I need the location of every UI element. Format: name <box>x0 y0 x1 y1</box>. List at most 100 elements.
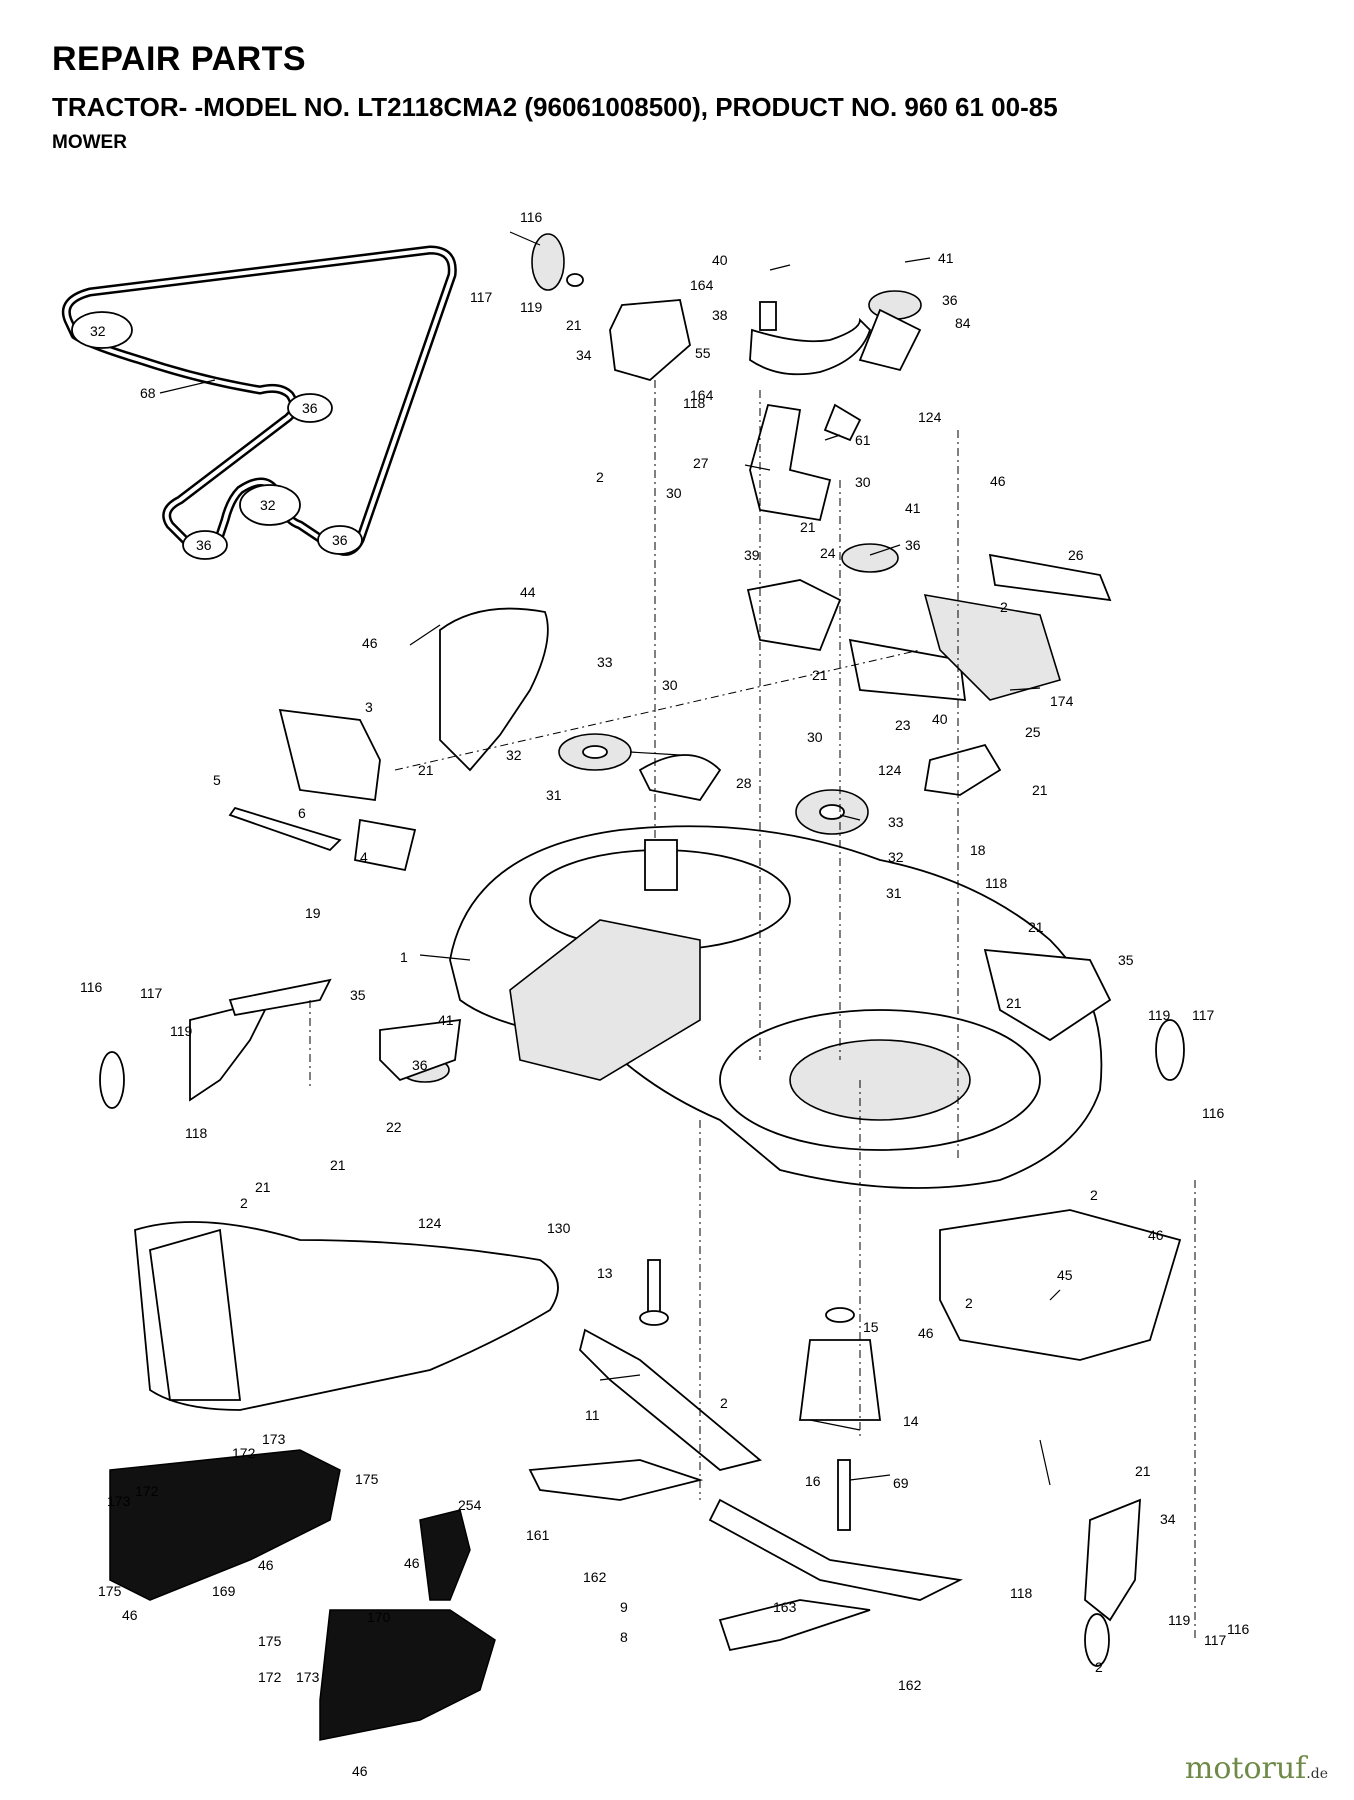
callout-label: 25 <box>1025 724 1041 740</box>
model-number-heading: TRACTOR- -MODEL NO. LT2118CMA2 (96061008… <box>52 92 1058 122</box>
callout-label: 118 <box>683 395 706 411</box>
callout-label: 124 <box>878 762 902 778</box>
callout-label: 30 <box>807 729 823 745</box>
assembly-centerlines <box>309 380 1196 1640</box>
callout-label: 21 <box>566 317 582 333</box>
callout-label: 2 <box>240 1195 248 1211</box>
callout-label: 174 <box>1050 693 1074 709</box>
watermark-logo: motoruf.de <box>1185 1751 1328 1786</box>
callout-label: 32 <box>888 849 904 865</box>
callout-label: 36 <box>196 537 212 553</box>
callout-label: 130 <box>547 1220 571 1236</box>
callout-label: 46 <box>258 1557 274 1573</box>
callout-label: 30 <box>662 677 678 693</box>
callout-label: 45 <box>1057 1267 1073 1283</box>
callout-label: 35 <box>350 987 366 1003</box>
callout-label: 36 <box>905 537 921 553</box>
callout-label: 14 <box>903 1413 919 1429</box>
callout-label: 173 <box>107 1493 131 1509</box>
callout-label: 124 <box>418 1215 442 1231</box>
callout-label: 116 <box>1227 1621 1250 1637</box>
callout-label: 33 <box>888 814 904 830</box>
callout-label: 2 <box>720 1395 728 1411</box>
callout-label: 162 <box>583 1569 607 1585</box>
callout-label: 116 <box>520 209 543 225</box>
callout-label: 30 <box>855 474 871 490</box>
callout-label: 172 <box>232 1445 256 1461</box>
callout-label: 26 <box>1068 547 1084 563</box>
callout-label: 46 <box>990 473 1006 489</box>
callout-label: 31 <box>886 885 902 901</box>
callout-label: 175 <box>355 1471 379 1487</box>
callout-label: 32 <box>260 497 276 513</box>
callout-label: 173 <box>262 1431 286 1447</box>
callout-label: 2 <box>1090 1187 1098 1203</box>
callout-label: 164 <box>690 387 714 403</box>
callout-label: 40 <box>712 252 728 268</box>
callout-label: 46 <box>404 1555 420 1571</box>
callout-label: 22 <box>386 1119 402 1135</box>
callout-label: 175 <box>98 1583 122 1599</box>
callout-label: 36 <box>412 1057 428 1073</box>
callout-label: 27 <box>693 455 709 471</box>
mulch-kit-baffles <box>109 1449 496 1741</box>
callout-label: 55 <box>695 345 711 361</box>
callout-label: 23 <box>895 717 911 733</box>
callout-label: 84 <box>955 315 971 331</box>
callout-label: 2 <box>596 469 604 485</box>
callout-label: 2 <box>1095 1659 1103 1675</box>
callout-label: 24 <box>820 545 836 561</box>
callout-label: 5 <box>213 772 221 788</box>
callout-label: 117 <box>470 289 493 305</box>
callout-label: 21 <box>330 1157 346 1173</box>
callout-label: 21 <box>1135 1463 1151 1479</box>
callout-label: 4 <box>360 849 368 865</box>
callout-label: 118 <box>185 1125 208 1141</box>
callout-label: 38 <box>712 307 728 323</box>
callout-label: 46 <box>362 635 378 651</box>
callout-label: 34 <box>1160 1511 1176 1527</box>
callout-label: 2 <box>965 1295 973 1311</box>
upper-bracket-assembly <box>531 233 1112 702</box>
callout-label: 30 <box>666 485 682 501</box>
callout-label: 39 <box>744 547 760 563</box>
callout-label: 118 <box>1010 1585 1033 1601</box>
callout-label: 116 <box>1202 1105 1225 1121</box>
callout-label: 19 <box>305 905 321 921</box>
callout-label: 36 <box>332 532 348 548</box>
spindle-and-blade-group <box>528 1209 1182 1652</box>
page-title: REPAIR PARTS <box>52 40 307 78</box>
callout-label: 164 <box>690 277 714 293</box>
callout-label: 21 <box>800 519 816 535</box>
callout-label: 21 <box>1028 919 1044 935</box>
callout-label: 41 <box>905 500 921 516</box>
callout-label: 6 <box>298 805 306 821</box>
callout-label: 8 <box>620 1629 628 1645</box>
callout-labels: 116 117 119 21 34 118 40 164 38 55 164 4… <box>80 209 1250 1779</box>
callout-label: 9 <box>620 1599 628 1615</box>
callout-label: 46 <box>122 1607 138 1623</box>
callout-label: 162 <box>898 1677 922 1693</box>
callout-leaders <box>159 231 1061 1486</box>
gauge-wheel-assemblies <box>99 948 1185 1667</box>
callout-label: 117 <box>1192 1007 1215 1023</box>
callout-label: 35 <box>1118 952 1134 968</box>
callout-label: 41 <box>938 250 954 266</box>
callout-label: 21 <box>1006 995 1022 1011</box>
callout-label: 16 <box>805 1473 821 1489</box>
callout-label: 3 <box>365 699 373 715</box>
callout-label: 18 <box>970 842 986 858</box>
callout-label: 173 <box>296 1669 320 1685</box>
callout-label: 119 <box>170 1023 193 1039</box>
callout-label: 36 <box>942 292 958 308</box>
callout-label: 21 <box>812 667 828 683</box>
callout-label: 117 <box>140 985 163 1001</box>
mower-deck <box>449 825 1103 1189</box>
callout-label: 117 <box>1204 1632 1227 1648</box>
callout-label: 21 <box>1032 782 1048 798</box>
callout-label: 32 <box>90 323 106 339</box>
watermark-tld: .de <box>1306 1766 1328 1782</box>
callout-label: 28 <box>736 775 752 791</box>
callout-label: 1 <box>400 949 408 965</box>
